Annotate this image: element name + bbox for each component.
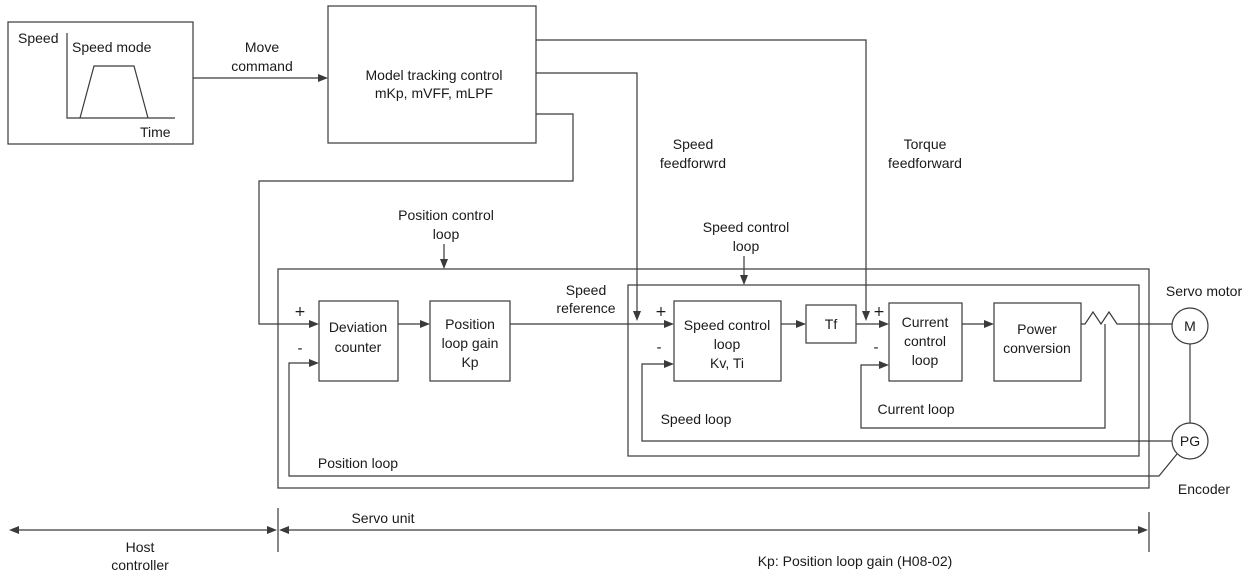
current-control-label-2: control [904,333,946,349]
current-control-label-1: Current [902,314,949,330]
speed-reference-label-1: Speed [566,282,606,298]
speed-mode-panel: Speed Speed mode Time [7,21,194,145]
position-loop-gain-label-2: loop gain [442,335,499,351]
deviation-counter-label-2: counter [335,339,382,355]
speed-plus-sign: + [655,304,667,320]
move-command-label-2: command [231,58,292,74]
torque-feedforward-line [536,39,867,312]
speed-axis-label: Speed [18,30,58,46]
deviation-counter-label-1: Deviation [329,319,387,335]
tf-block-label: Tf [825,316,838,332]
deviation-minus-sign: - [297,341,302,357]
speed-mode-box [7,21,194,145]
torque-feedforward-label-1: Torque [904,136,947,152]
current-minus-sign: - [873,340,878,356]
current-loop-feedback [860,324,1106,429]
trapezoid-profile [79,65,149,119]
position-control-loop-label-1: Position control [398,207,494,223]
move-command-label-1: Move [245,39,279,55]
time-axis-label: Time [140,124,171,140]
model-tracking-params: mKp, mVFF, mLPF [375,85,493,101]
footnote-kp: Kp: Position loop gain (H08-02) [758,553,953,569]
speed-loop-label: Speed loop [661,411,732,427]
servo-unit-label: Servo unit [351,510,414,526]
tf-block [805,304,857,344]
power-conversion-block [993,302,1082,382]
deviation-counter-box [318,300,399,382]
host-controller-label-1: Host [126,539,155,555]
speed-loop-feedback [641,363,1172,442]
speed-control-block-label-1: Speed control [684,317,770,333]
current-control-label-3: loop [912,352,939,368]
position-control-loop-label-2: loop [433,226,460,242]
model-tracking-title: Model tracking control [366,67,503,83]
current-plus-sign: + [873,304,885,320]
position-loop-gain-label-1: Position [445,316,495,332]
speed-control-loop-label-2: loop [733,238,760,254]
torque-feedforward-label-2: feedforward [888,155,962,171]
host-controller-label-2: controller [111,557,169,573]
position-loop-feedback [288,362,1178,477]
position-loop-gain-label-3: Kp [461,354,478,370]
deviation-plus-sign: + [294,304,306,320]
speed-feedforward-label-1: Speed [673,136,713,152]
encoder-letters: PG [1180,433,1200,449]
encoder-label: Encoder [1178,481,1230,497]
speed-mode-axes [66,33,175,119]
speed-control-loop-label-1: Speed control [703,219,789,235]
power-conversion-label-1: Power [1017,321,1057,337]
speed-control-block [673,300,782,382]
speed-reference-label-2: reference [556,300,615,316]
speed-control-block-label-2: loop [714,336,741,352]
speed-minus-sign: - [656,340,661,356]
position-loop-label: Position loop [318,455,398,471]
speed-control-block-label-3: Kv, Ti [710,355,744,371]
power-conversion-label-2: conversion [1003,340,1071,356]
current-control-block [888,302,963,382]
position-reference-line [258,113,574,325]
speed-mode-label: Speed mode [72,39,152,55]
servo-motor-label: Servo motor [1166,283,1243,299]
servo-unit-frame [277,268,1150,489]
servo-motor-letter: M [1184,318,1196,334]
speed-feedforward-line [536,72,638,312]
position-loop-gain-box [429,300,511,382]
model-tracking-box [327,5,537,144]
current-loop-label: Current loop [877,401,954,417]
speed-feedforward-label-2: feedforwrd [660,155,726,171]
speed-loop-frame [627,284,1140,457]
motor-output-line [1081,310,1172,326]
